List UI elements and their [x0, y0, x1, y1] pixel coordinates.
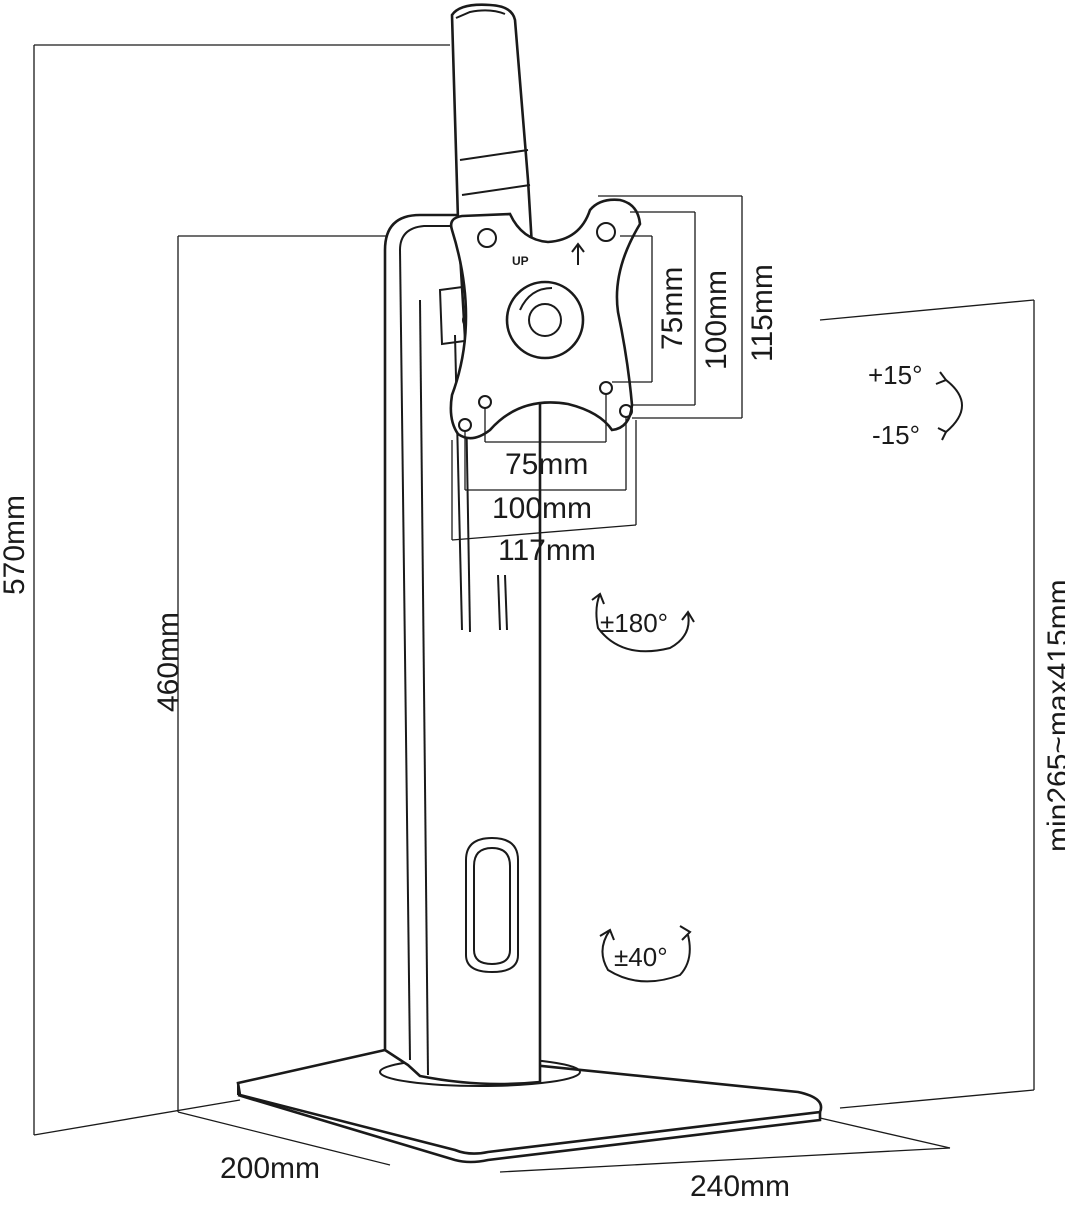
total-height-guide [33, 44, 450, 1135]
floor-lines [33, 1099, 951, 1173]
tilt-up-label: +15° [868, 360, 923, 390]
vesa-v-75-label: 75mm [656, 267, 689, 350]
vesa-vertical-dims [598, 195, 743, 419]
curved-arrow-icon [935, 371, 963, 441]
height-range-label: min265~max415mm [1042, 579, 1065, 852]
base-width-label: 240mm [690, 1170, 790, 1200]
up-arrow-icon [571, 242, 585, 265]
column-height-label: 460mm [152, 612, 185, 712]
vesa-v-115-label: 115mm [746, 264, 779, 362]
column-height-guide [177, 235, 395, 1112]
vesa-h-75-label: 75mm [505, 448, 588, 481]
vesa-horizontal-dims [451, 394, 637, 541]
vesa-v-100-label: 100mm [700, 270, 733, 370]
swivel-label: ±40° [614, 942, 668, 972]
stand-column [383, 213, 542, 1086]
vesa-h-100-label: 100mm [492, 492, 592, 525]
up-label: UP [512, 254, 529, 268]
vesa-plate: UP [449, 198, 642, 440]
tilt-down-label: -15° [872, 420, 920, 450]
swivel-arrow-icon [599, 925, 692, 983]
height-range-guide [819, 299, 1035, 1109]
stand-base [236, 1048, 823, 1164]
circular-arrow-icon [591, 592, 695, 653]
rotate-label: ±180° [600, 608, 668, 638]
vesa-h-117-label: 117mm [498, 534, 596, 567]
base-depth-label: 200mm [220, 1152, 320, 1185]
total-height-label: 570mm [0, 495, 31, 595]
